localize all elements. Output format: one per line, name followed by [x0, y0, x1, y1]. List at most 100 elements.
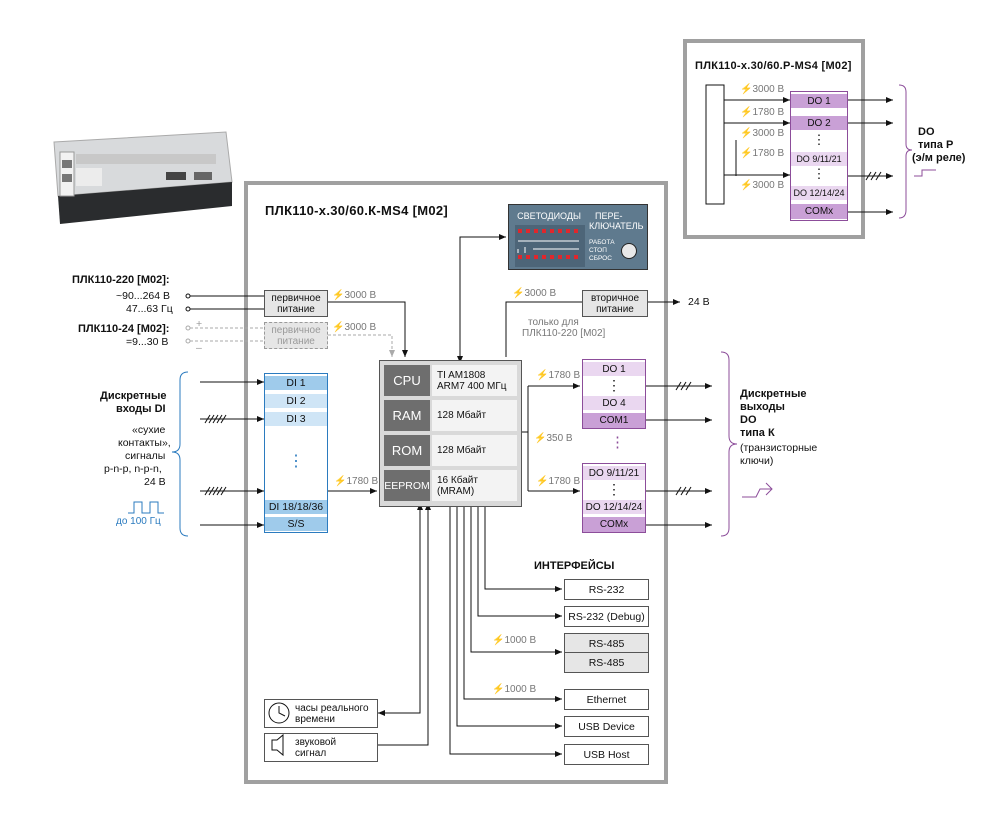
primary-power-box: первичное питание [264, 290, 328, 317]
relay-do-item: DO 12/14/24 [791, 186, 847, 200]
relay-do-item: DO 9/11/21 [791, 152, 847, 166]
di-common: S/S [265, 517, 327, 531]
iso-do2-label: ⚡1780 В [536, 476, 581, 487]
output-24v-label: 24 В [688, 296, 710, 308]
interface-rs485-2: RS-485 [564, 652, 649, 673]
interface-rs485-1: RS-485 [564, 633, 649, 654]
relay-iso-1: ⚡3000 В [740, 84, 785, 95]
do-group-dots: ⋮ [610, 434, 625, 451]
iso-ethernet-label: ⚡1000 В [492, 684, 537, 695]
di-desc-1: «сухие [132, 424, 166, 436]
cpu-row-name: CPU [384, 365, 430, 396]
supply-220-freq: 47...63 Гц [126, 303, 173, 315]
di-heading-2: входы DI [116, 403, 166, 415]
do-common: COMx [583, 517, 645, 532]
eeprom-row: EEPROM 16 Кбайт(MRAM) [384, 470, 517, 501]
relay-title: ПЛК110-х.30/60.Р-MS4 [M02] [695, 60, 852, 72]
interface-ethernet: Ethernet [564, 689, 649, 710]
do-desc-1: (транзисторные [740, 442, 818, 454]
rom-row: ROM 128 Мбайт [384, 435, 517, 466]
eeprom-row-name: EEPROM [384, 470, 430, 501]
di-desc-3: сигналы [125, 450, 166, 462]
relay-do-item: DO 1 [791, 94, 847, 108]
supply-24-voltage: =9...30 В [126, 336, 169, 348]
do-group-2: DO 9/11/21 ⋮ DO 12/14/24 COMx [582, 463, 646, 533]
do-heading-4: типа К [740, 427, 775, 439]
relay-do-common: COMx [791, 204, 847, 219]
relay-heading-2: типа Р [918, 139, 954, 151]
interface-usb-host: USB Host [564, 744, 649, 765]
di-desc-2: контакты», [118, 437, 171, 449]
interface-usb-device: USB Device [564, 716, 649, 737]
do-desc-2: ключи) [740, 455, 774, 467]
switch-label-2: КЛЮЧАТЕЛЬ [589, 221, 644, 231]
led-panel: СВЕТОДИОДЫ ПЕРЕ- КЛЮЧАТЕЛЬ РАБОТА СТОП С… [508, 204, 648, 270]
di-item: DI 3 [265, 412, 327, 426]
relay-iso-2: ⚡1780 В [740, 107, 785, 118]
di-item: DI 1 [265, 376, 327, 390]
switch-mode-run: РАБОТА [589, 239, 615, 246]
relay-do-dots: ⋮ [812, 132, 826, 147]
primary-power-label-2: питание [277, 303, 315, 315]
di-item: DI 18/18/36 [265, 500, 327, 514]
do-common: COM1 [583, 413, 645, 428]
iso-di-label: ⚡1780 В [334, 476, 379, 487]
do-item: DO 12/14/24 [583, 500, 645, 514]
switch-label-1: ПЕРЕ- [595, 211, 623, 221]
do-heading-3: DO [740, 414, 757, 426]
primary-power-box-24v: первичное питание [264, 322, 328, 349]
led-indicators [515, 225, 585, 267]
do-item: DO 1 [583, 362, 645, 376]
interface-rs232: RS-232 [564, 579, 649, 600]
iso-between-label: ⚡350 В [534, 433, 573, 444]
do-item: DO 9/11/21 [583, 466, 645, 480]
relay-iso-5: ⚡3000 В [740, 180, 785, 191]
led-label: СВЕТОДИОДЫ [517, 211, 581, 221]
device-photo [36, 124, 236, 232]
supply-24-title: ПЛК110-24 [M02]: [78, 323, 170, 335]
secondary-power-label-2: питание [596, 303, 634, 315]
relay-iso-4: ⚡1780 В [740, 148, 785, 159]
di-heading-1: Дискретные [100, 390, 167, 402]
secondary-power-label: вторичное [590, 292, 640, 304]
supply-220-voltage: ~90...264 В [116, 290, 171, 302]
do-dots: ⋮ [607, 480, 621, 497]
iso-rs485-label: ⚡1000 В [492, 635, 537, 646]
iso-primary-24v-label: ⚡3000 В [332, 322, 377, 333]
do-heading-2: выходы [740, 401, 785, 413]
iso-secondary-label: ⚡3000 В [512, 288, 557, 299]
di-frequency: до 100 Гц [116, 516, 161, 527]
ram-row-desc: 128 Мбайт [432, 400, 517, 431]
supply-220-title: ПЛК110-220 [M02]: [72, 274, 170, 286]
supply-24-plus: + [196, 318, 203, 330]
eeprom-row-desc: 16 Кбайт(MRAM) [432, 470, 517, 501]
rom-row-desc: 128 Мбайт [432, 435, 517, 466]
secondary-power-box: вторичное питание [582, 290, 648, 317]
main-title: ПЛК110-х.30/60.К-MS4 [M02] [265, 203, 449, 218]
supply-24-minus: – [196, 342, 202, 354]
switch-mode-reset: СБРОС [589, 255, 612, 262]
rom-row-name: ROM [384, 435, 430, 466]
interfaces-heading: ИНТЕРФЕЙСЫ [534, 560, 615, 572]
primary-power-24v-label: первичное [271, 324, 321, 336]
primary-power-label: первичное [271, 292, 321, 304]
relay-iso-3: ⚡3000 В [740, 128, 785, 139]
secondary-note-2: ПЛК110-220 [M02] [522, 328, 606, 339]
do-heading-1: Дискретные [740, 388, 807, 400]
ram-row: RAM 128 Мбайт [384, 400, 517, 431]
relay-do-item: DO 2 [791, 116, 847, 130]
do-dots: ⋮ [607, 376, 621, 393]
di-block: DI 1 DI 2 DI 3 ⋮ DI 18/18/36 S/S [264, 373, 328, 533]
do-item: DO 4 [583, 396, 645, 410]
ram-row-name: RAM [384, 400, 430, 431]
relay-heading-1: DO [918, 126, 935, 138]
iso-primary-label: ⚡3000 В [332, 290, 377, 301]
